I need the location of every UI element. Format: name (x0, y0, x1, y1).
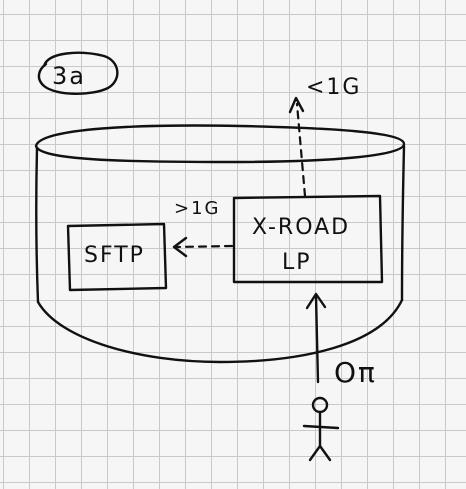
badge-3a: 3a (37, 51, 119, 95)
dashed-arrow-outgoing: <1G (288, 75, 361, 198)
actor-head (311, 396, 329, 414)
badge-label: 3a (52, 62, 86, 90)
sftp-label: SFTP (84, 243, 145, 268)
solid-arrow-incoming: Oπ (305, 292, 377, 389)
cylinder-top-ellipse (34, 124, 406, 164)
xroad-lp-box: X-ROAD LP (232, 194, 384, 284)
cylinder-right-side (400, 144, 406, 302)
outgoing-label: <1G (306, 75, 361, 100)
xroad-label-line1: X-ROAD (252, 215, 350, 240)
cylinder-bottom-curve (36, 298, 404, 364)
xroad-label-line2: LP (282, 250, 312, 275)
platform-cylinder (34, 124, 406, 364)
side-label: >1G (174, 198, 220, 219)
actor-stick-figure (302, 396, 340, 462)
dashed-arrow-to-sftp: >1G (172, 198, 234, 258)
actor-label: Oπ (334, 356, 377, 389)
sftp-box: SFTP (66, 222, 168, 292)
actor-arms (302, 424, 340, 430)
cylinder-left-side (35, 146, 40, 304)
actor-legs (308, 444, 332, 462)
